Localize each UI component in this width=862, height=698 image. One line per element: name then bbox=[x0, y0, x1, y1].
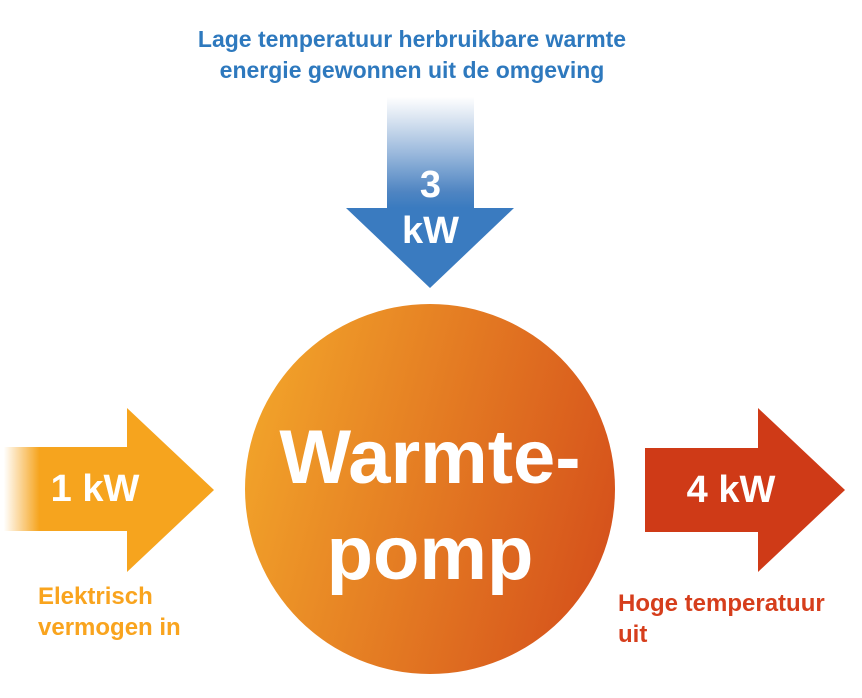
heat-pump-label-line2: pomp bbox=[326, 511, 534, 596]
ambient-heat-value: 3 kW bbox=[402, 164, 459, 252]
heat-pump-circle: Warmte- pomp bbox=[245, 304, 615, 674]
heat-output-caption: Hoge temperatuur uit bbox=[618, 588, 825, 650]
electric-input-caption: Elektrisch vermogen in bbox=[38, 581, 181, 643]
ambient-heat-arrow-shaft bbox=[387, 92, 474, 208]
heat-output-arrow-head bbox=[758, 408, 845, 572]
electric-input-caption-line2: vermogen in bbox=[38, 614, 181, 641]
electric-input-caption-line1: Elektrisch bbox=[38, 583, 153, 610]
ambient-heat-caption-line2: energie gewonnen uit de omgeving bbox=[219, 57, 605, 83]
electric-input-arrow-shaft bbox=[0, 447, 127, 531]
heat-output-caption-line2: uit bbox=[618, 621, 648, 648]
ambient-heat-arrow-head bbox=[346, 208, 514, 288]
heat-output-arrow-shaft bbox=[645, 448, 758, 532]
heat-pump-label-line1: Warmte- bbox=[279, 415, 581, 500]
electric-input-arrow-head bbox=[127, 408, 214, 572]
electric-input-value: 1 kW bbox=[50, 468, 140, 510]
heat-pump-label: Warmte- pomp bbox=[279, 410, 580, 602]
ambient-heat-caption: Lage temperatuur herbruikbare warmte ene… bbox=[0, 24, 824, 86]
heat-output-value: 4 kW bbox=[686, 469, 776, 511]
ambient-heat-caption-line1: Lage temperatuur herbruikbare warmte bbox=[197, 26, 627, 52]
heat-output-caption-line1: Hoge temperatuur bbox=[618, 590, 825, 617]
